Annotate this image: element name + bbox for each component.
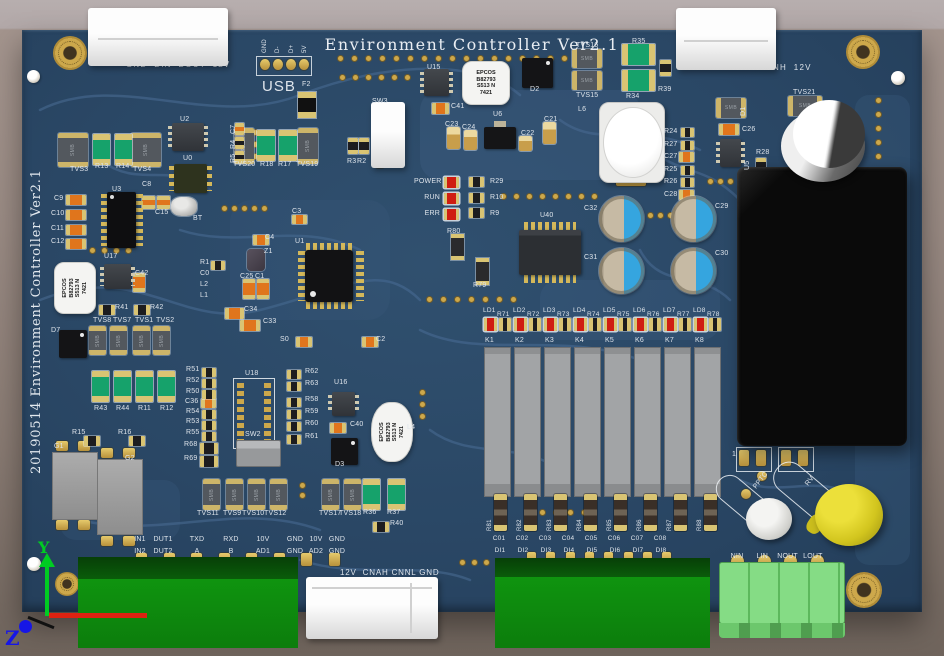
dip-pins bbox=[136, 194, 143, 246]
qfp-pins bbox=[306, 301, 352, 309]
connector-can-bottom[interactable] bbox=[306, 577, 438, 639]
footprint-u18 bbox=[233, 378, 275, 449]
board-title: Environment Controller Ver2.1 bbox=[324, 35, 620, 54]
fuse-pads-bracket bbox=[736, 447, 772, 472]
dip-pins bbox=[101, 194, 108, 246]
mcu-u1 bbox=[305, 250, 353, 302]
inductor-coil bbox=[603, 106, 663, 179]
connector-power-io[interactable] bbox=[88, 8, 228, 66]
soic-pins bbox=[524, 274, 576, 283]
qfp-pins bbox=[298, 251, 306, 301]
mounting-hole bbox=[846, 35, 880, 69]
shielded-inductor-l6 bbox=[599, 102, 665, 183]
label-usb: USB bbox=[262, 78, 296, 95]
soic-ic-u40 bbox=[519, 230, 581, 275]
connector-can[interactable] bbox=[676, 8, 776, 70]
pad-g2 bbox=[97, 459, 143, 535]
axis-y-label: Y bbox=[38, 538, 50, 557]
axis-y-arrow bbox=[45, 566, 49, 616]
mounting-hole bbox=[53, 36, 87, 70]
terminal-block-mains[interactable] bbox=[719, 562, 845, 638]
epcos-marking: EPCOS B82793 S513 N 7421 bbox=[476, 70, 496, 96]
pad-g1 bbox=[52, 452, 98, 520]
label-bottom-center-connector: 12V CNAH CNNL GND bbox=[340, 568, 440, 577]
rivet bbox=[891, 71, 905, 85]
qfp-pins bbox=[356, 251, 364, 301]
epcos-transformer: EPCOS B82793 S513 N 7421 bbox=[371, 402, 413, 462]
terminal-block-left[interactable] bbox=[78, 557, 298, 648]
header-sw3[interactable] bbox=[371, 102, 405, 168]
fuse-pads-bracket bbox=[778, 447, 814, 472]
dip-ic-u3 bbox=[107, 192, 136, 248]
axis-z-label: Z bbox=[5, 626, 20, 650]
electrolytic-capacitor-large-top bbox=[793, 100, 865, 168]
epcos-transformer: EPCOS B82793 S513 N 7421 bbox=[462, 61, 510, 105]
mounting-hole bbox=[55, 572, 79, 596]
epcos-transformer: EPCOS B82793 S513 N 7421 bbox=[54, 262, 96, 314]
pptc-fuse bbox=[746, 498, 792, 540]
axis-y-arrowhead bbox=[39, 553, 55, 567]
epcos-marking: EPCOS B82793 S513 N 7421 bbox=[62, 278, 88, 298]
axis-z-dot bbox=[19, 620, 32, 633]
power-module bbox=[737, 167, 907, 446]
board-side-text: 20190514 Environment Controller Ver2.1 bbox=[29, 169, 44, 474]
terminal-block-center[interactable] bbox=[495, 558, 710, 648]
mounting-hole bbox=[846, 572, 882, 608]
varistor-rv bbox=[815, 484, 883, 546]
usb-pad-bracket bbox=[256, 56, 312, 76]
epcos-marking: EPCOS B82793 S513 N 7421 bbox=[379, 422, 405, 442]
axis-x-arrow bbox=[49, 613, 147, 618]
rivet bbox=[27, 557, 41, 571]
rivet bbox=[27, 70, 40, 83]
soic-pins bbox=[524, 222, 576, 231]
